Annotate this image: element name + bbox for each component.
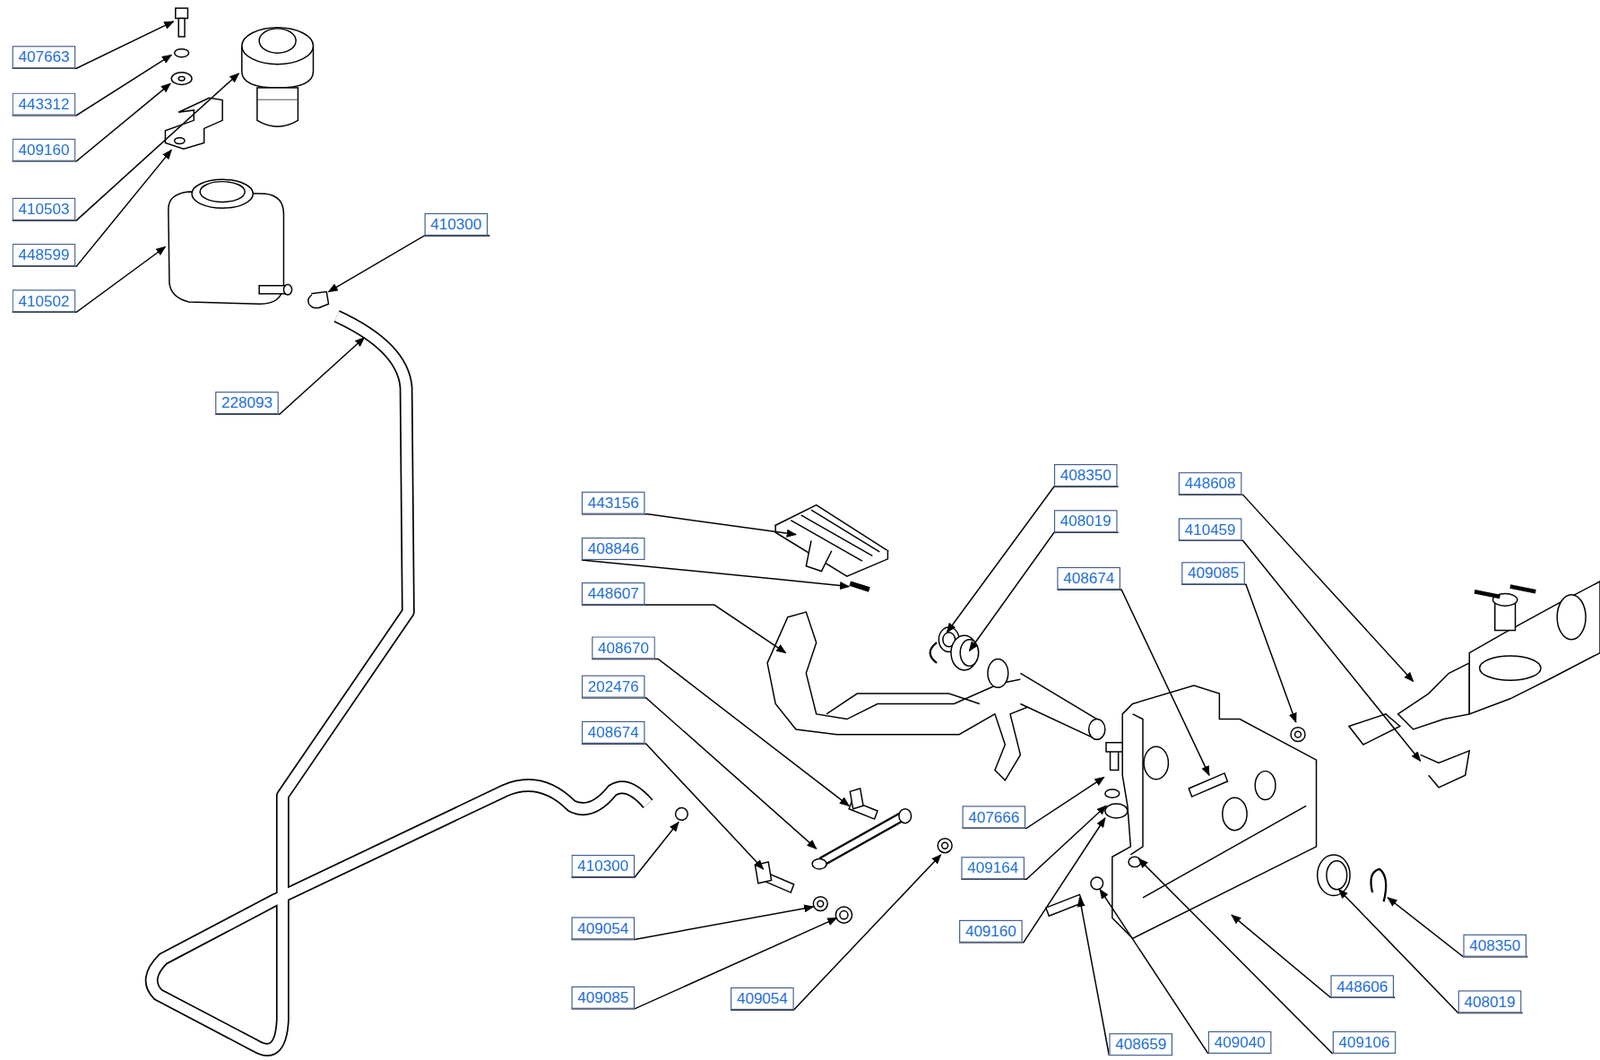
pedal-parts [675,505,1600,940]
callout-number: 443156 [581,492,646,515]
callout-number: 410502 [12,289,77,312]
callout-number: 202476 [581,675,646,699]
callout-number: 409106 [1332,1031,1397,1055]
callout-number: 408350 [1054,464,1118,487]
callout-number: 409160 [959,920,1023,943]
callout-number: 409040 [1208,1031,1272,1055]
callout-number: 407666 [962,805,1027,829]
callout-number: 448599 [12,243,77,267]
callout-number: 409085 [570,986,635,1010]
callout-number: 448606 [1330,975,1394,998]
callout-number: 443312 [12,93,77,116]
callout-number: 409160 [12,138,77,162]
callout-number: 409054 [730,987,795,1011]
callout-number: 408019 [1054,510,1118,533]
callout-number: 408670 [591,636,656,659]
callout-number: 410459 [1178,518,1243,541]
callout-number: 409054 [570,916,635,940]
callout-number: 408674 [1056,567,1121,590]
callout-number: 410300 [424,213,489,236]
callout-number: 409164 [960,856,1025,880]
callout-number: 407663 [12,45,77,69]
callout-number: 410503 [12,198,77,221]
callout-number: 448607 [581,582,646,606]
callout-number: 409085 [1181,562,1246,585]
parts [164,8,329,309]
callout-number: 228093 [215,391,279,415]
callout-number: 408846 [581,537,646,561]
callout-number: 408350 [1462,934,1527,958]
callout-number: 408019 [1458,990,1523,1013]
callout-number: 410300 [570,855,635,878]
leader-lines [12,21,1529,1056]
callout-number: 408674 [581,721,646,744]
callout-number: 408659 [1108,1033,1173,1056]
callout-number: 448608 [1178,472,1243,495]
